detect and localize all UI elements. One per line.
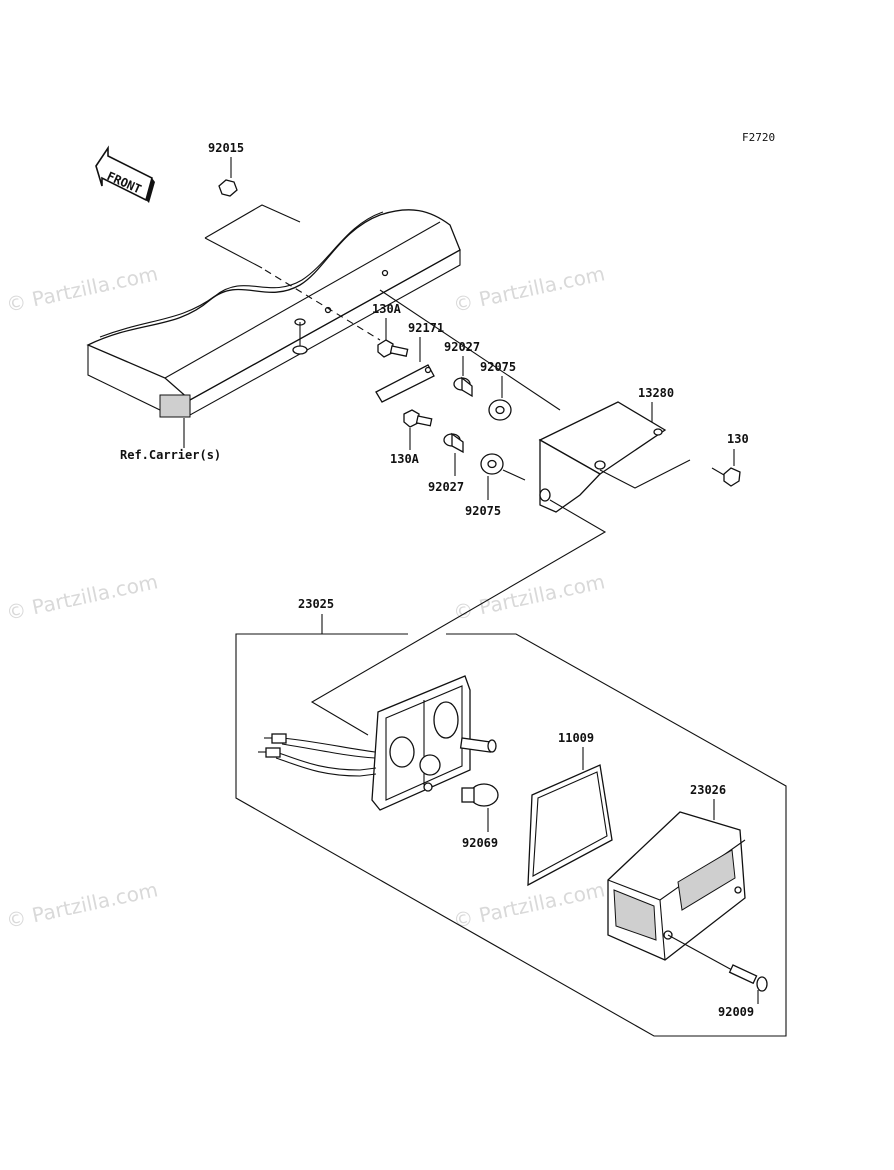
label-92027-bottom: 92027 xyxy=(428,480,464,494)
label-92171: 92171 xyxy=(408,321,444,335)
grommet-92075-top xyxy=(488,399,512,421)
label-23025: 23025 xyxy=(298,597,334,611)
watermark: © Partzilla.com xyxy=(4,569,160,625)
gasket-11009 xyxy=(527,764,613,887)
bolt-130a-bottom xyxy=(403,409,433,428)
label-92009: 92009 xyxy=(718,1005,754,1019)
bolt-130 xyxy=(711,467,741,487)
watermark: © Partzilla.com xyxy=(451,261,607,317)
nut-92015 xyxy=(218,179,238,197)
ref-carrier-label: Ref.Carrier(s) xyxy=(120,448,221,462)
front-arrow-icon: FRONT xyxy=(95,145,155,203)
plate-92171 xyxy=(375,364,435,403)
screw-92009 xyxy=(728,964,768,992)
collar-92027-top xyxy=(453,376,473,398)
label-92075-bottom: 92075 xyxy=(465,504,501,518)
bracket-13280 xyxy=(538,401,667,513)
tail-lamp-housing xyxy=(371,675,497,811)
watermark: © Partzilla.com xyxy=(4,877,160,933)
watermark: © Partzilla.com xyxy=(451,877,607,933)
label-23026: 23026 xyxy=(690,783,726,797)
bulb-92069 xyxy=(461,783,499,807)
label-92027-top: 92027 xyxy=(444,340,480,354)
label-11009: 11009 xyxy=(558,731,594,745)
figure-code: F2720 xyxy=(742,131,775,144)
collar-92027-bottom xyxy=(443,432,464,454)
watermark: © Partzilla.com xyxy=(451,569,607,625)
carrier-ref xyxy=(86,209,461,418)
label-130a-bottom: 130A xyxy=(390,452,420,466)
label-92015: 92015 xyxy=(208,141,244,155)
label-92075-top: 92075 xyxy=(480,360,516,374)
label-130: 130 xyxy=(727,432,749,446)
label-130a-top: 130A xyxy=(372,302,402,316)
wire-harness xyxy=(258,733,377,777)
lens-23026 xyxy=(607,811,746,961)
label-92069: 92069 xyxy=(462,836,498,850)
bolt-130a-top xyxy=(377,339,409,358)
grommet-92075-bottom xyxy=(480,453,504,475)
watermark: © Partzilla.com xyxy=(4,261,160,317)
label-13280: 13280 xyxy=(638,386,674,400)
